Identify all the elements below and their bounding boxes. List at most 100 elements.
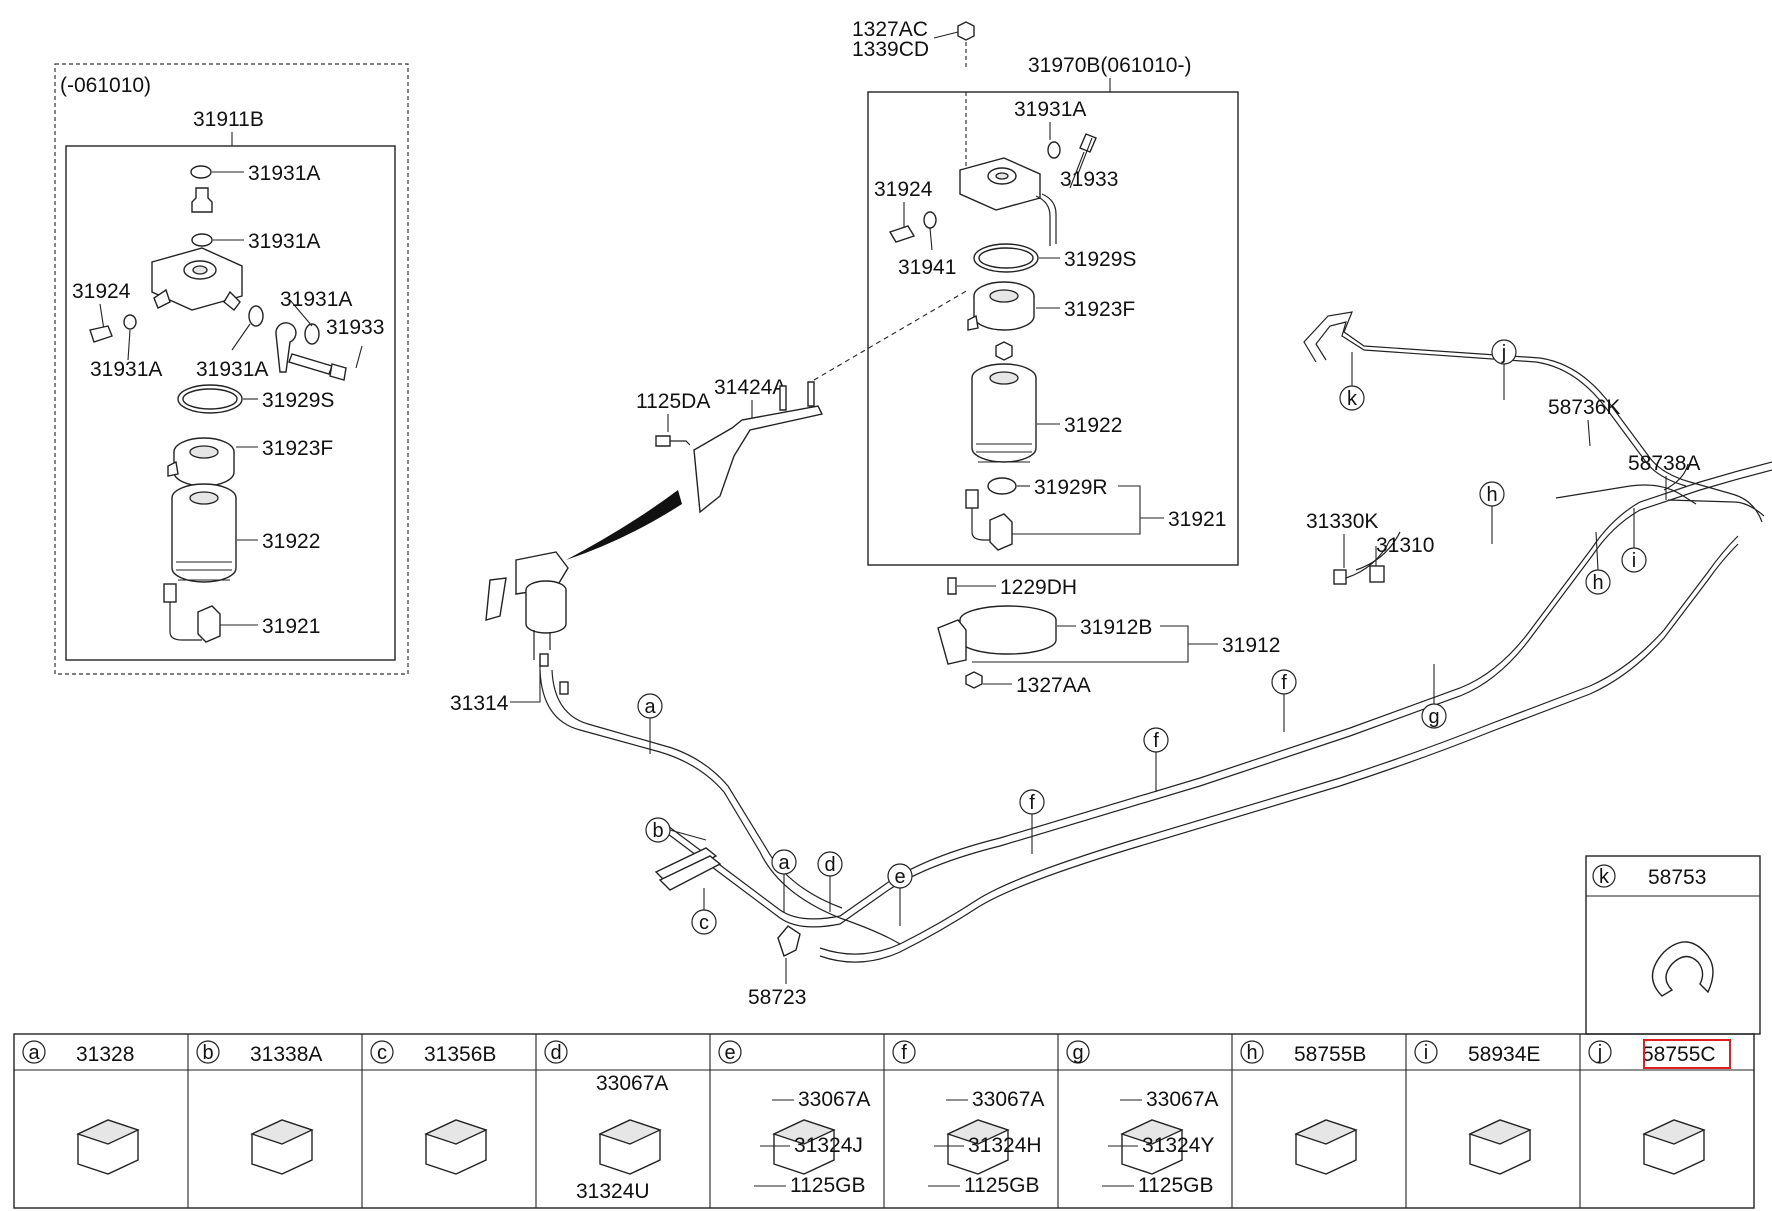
banjo-fitting-icon (275, 322, 297, 373)
legend-letter: b (202, 1042, 213, 1064)
part-label: 31924 (874, 178, 933, 201)
part-label: 1339CD (852, 38, 929, 61)
legend-cell-e: e (709, 1034, 836, 1208)
legend-part-label: 31338A (250, 1043, 322, 1066)
legend-sub-label: 33067A (596, 1072, 668, 1095)
legend-sub-label: 1125GB (964, 1174, 1040, 1197)
new-filter-assembly: 1327AC 1339CD 31970B(061010-) 31931A 319… (852, 18, 1239, 566)
svg-text:i: i (1632, 550, 1636, 572)
filter-head-icon (959, 157, 1057, 246)
legend-cell-a: a 31328 (22, 1040, 140, 1175)
legend-cell-f: f (883, 1034, 1010, 1208)
part-label: 31922 (262, 530, 320, 553)
part-label: 1327AC (852, 18, 928, 41)
part-label: 58723 (748, 986, 806, 1009)
legend-part-label: 58934E (1468, 1043, 1540, 1066)
part-label: 1327AA (1016, 674, 1091, 697)
legend-letter: i (1424, 1042, 1428, 1064)
detail-arrow-icon (566, 490, 682, 560)
legend-part-label: 31328 (76, 1043, 134, 1066)
svg-text:g: g (1428, 706, 1439, 728)
callouts: a b c a d e f f f g (637, 339, 1647, 935)
connector-icon (1333, 569, 1347, 585)
legend-sub-label: 1125GB (1138, 1174, 1214, 1197)
legend-cell-g: g (1057, 1034, 1184, 1208)
highlight-box (1643, 1039, 1731, 1069)
band-clamp-icon (937, 605, 1057, 665)
svg-text:j: j (1501, 342, 1506, 364)
legend-letter-circle (1588, 1040, 1612, 1064)
mounted-filter-icon (485, 551, 569, 695)
svg-text:a: a (644, 696, 656, 718)
legend-letter-circle (718, 1040, 742, 1064)
legend-part-label: 58755B (1294, 1043, 1366, 1066)
bolt-icon (655, 435, 671, 447)
sensor-icon (888, 225, 916, 243)
legend-k: k 58753 (1585, 855, 1761, 1035)
bracket-group: 1125DA 31424A (485, 289, 969, 695)
part-label: 31922 (1064, 414, 1122, 437)
legend-cell-h: h 58755B (1231, 1034, 1366, 1208)
part-label: 58753 (1648, 866, 1706, 889)
water-sensor-icon (965, 489, 1013, 551)
legend-letter-circle (1414, 1040, 1438, 1064)
legend-part-label: 31356B (424, 1043, 496, 1066)
svg-text:f: f (1281, 672, 1287, 694)
legend-letter: e (724, 1042, 735, 1064)
water-sensor-icon (163, 583, 221, 643)
legend-cell-j: j 58755C (1579, 1034, 1716, 1208)
svg-text:k: k (1599, 866, 1610, 888)
fitting-icon (191, 187, 213, 213)
clamp-group: 1229DH 31912B 31912 1327AA (937, 576, 1280, 697)
legend-cell-b: b 31338A (187, 1034, 322, 1208)
old-assy-label: 31911B (193, 108, 264, 131)
part-label: 31923F (262, 437, 333, 460)
svg-text:h: h (1486, 484, 1497, 506)
nut-icon (995, 341, 1013, 361)
legend-sub-label: 31324H (968, 1134, 1042, 1157)
legend-letter-circle (196, 1040, 220, 1064)
part-label: 31929S (262, 389, 334, 412)
svg-text:b: b (652, 820, 663, 842)
legend-sub-label: 31324U (576, 1180, 650, 1203)
legend-letter: j (1597, 1042, 1602, 1064)
part-label: 31921 (262, 615, 320, 638)
part-label: 31933 (326, 316, 384, 339)
part-label: 31929S (1064, 248, 1136, 271)
connector-icon (1369, 565, 1385, 583)
part-label: 58736K (1548, 396, 1620, 419)
old-filter-assembly: (-061010) 31911B 31931A 31931A 31924 319… (54, 63, 409, 675)
svg-text:k: k (1347, 388, 1358, 410)
fuel-filter-icon (971, 363, 1037, 463)
legend-sub-label: 31324J (794, 1134, 863, 1157)
bracket-icon (693, 405, 824, 514)
legend-part-label: 58755C (1642, 1043, 1716, 1066)
legend-letter-circle (1066, 1040, 1090, 1064)
legend-sub-label: 33067A (972, 1088, 1044, 1111)
o-ring-icon (987, 477, 1017, 495)
part-label: 31931A (248, 162, 320, 185)
legend-letter: a (28, 1042, 40, 1064)
filter-head-icon (151, 247, 243, 311)
part-label: 31931A (196, 358, 268, 381)
legend-letter-circle (370, 1040, 394, 1064)
part-label: 31921 (1168, 508, 1226, 531)
sensor-icon (89, 325, 113, 343)
fuel-filter-icon (171, 483, 237, 583)
svg-text:e: e (894, 866, 905, 888)
legend-letter: h (1246, 1042, 1257, 1064)
legend-letter-circle (1240, 1040, 1264, 1064)
legend-letter: f (901, 1042, 907, 1064)
legend-letter-circle (544, 1040, 568, 1064)
part-label: 31310 (1376, 534, 1434, 557)
svg-text:a: a (778, 852, 790, 874)
part-label: 1125DA (636, 390, 710, 413)
bolt-icon (288, 353, 333, 375)
filter-adapter-icon (967, 281, 1035, 331)
legend-letter-circle (22, 1040, 46, 1064)
svg-text:h: h (1592, 572, 1603, 594)
clip-icon (1651, 941, 1714, 997)
